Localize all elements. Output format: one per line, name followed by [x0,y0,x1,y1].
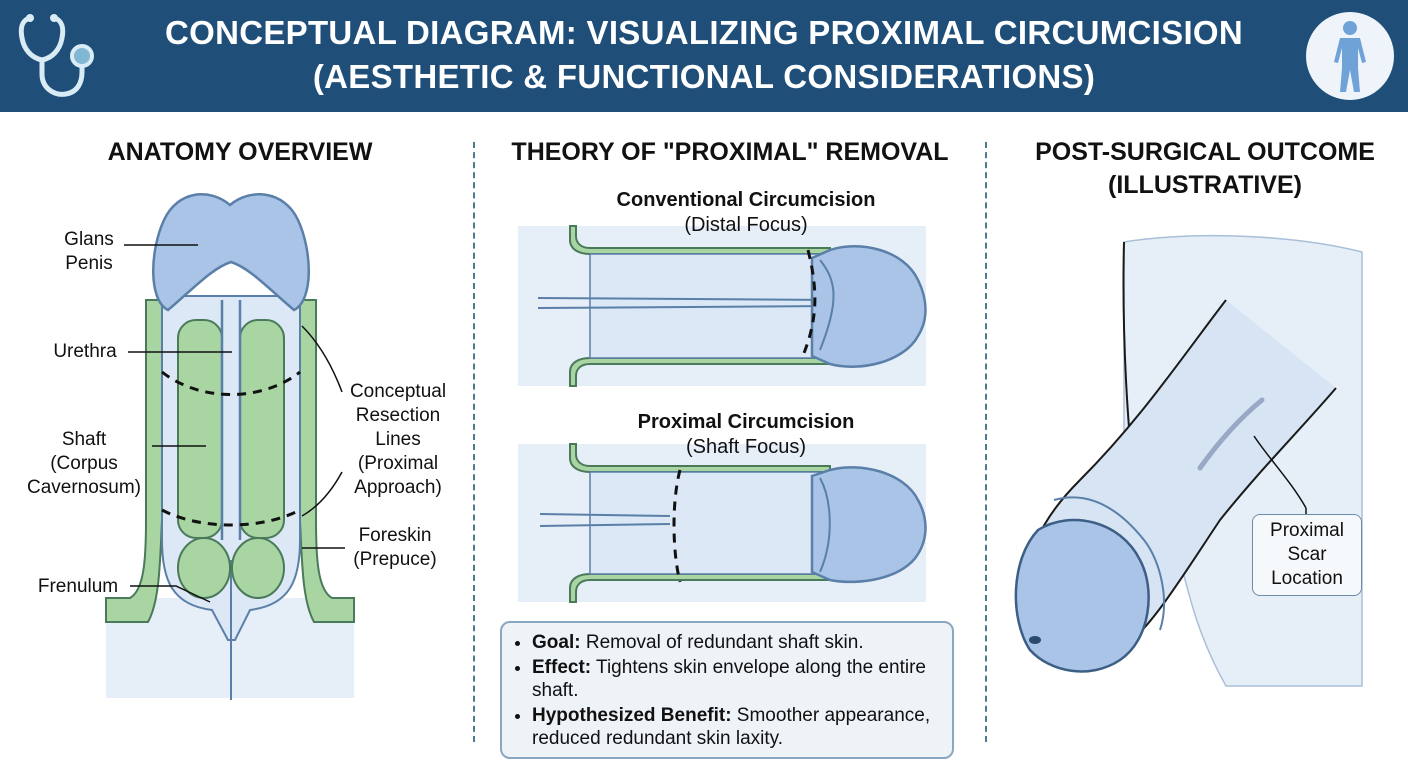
proximal-title-block: Proximal Circumcision (Shaft Focus) [560,410,932,460]
conventional-illustration [518,225,927,387]
page-title-line-2: (AESTHETIC & FUNCTIONAL CONSIDERATIONS) [312,58,1096,95]
note-effect-label: Effect: [532,656,592,678]
note-goal-label: Goal: [532,632,581,653]
label-shaft-line-3: Cavernosum) [26,477,142,498]
label-foreskin-line-2: (Prepuce) [353,549,437,570]
conventional-title-block: Conventional Circumcision (Distal Focus) [560,188,932,238]
proximal-title: Proximal Circumcision [637,411,855,433]
scar-label-box: Proximal Scar Location [1252,514,1362,596]
conventional-subtitle: (Distal Focus) [684,214,808,236]
human-body-icon [1306,12,1394,100]
note-goal: Goal: Removal of redundant shaft skin. [532,631,940,655]
note-benefit: Hypothesized Benefit: Smoother appearanc… [532,704,940,751]
outcome-heading-line-1: POST-SURGICAL OUTCOME [1035,138,1375,166]
label-resection-line-5: Approach) [354,477,442,498]
anatomy-illustration [105,193,355,700]
conventional-title: Conventional Circumcision [616,189,876,211]
label-shaft-line-2: (Corpus [50,453,118,474]
label-frenulum: Frenulum [37,576,119,597]
label-foreskin-line-1: Foreskin [358,525,432,546]
label-resection-line-2: Resection [355,405,441,426]
note-goal-text: Removal of redundant shaft skin. [580,632,864,653]
outcome-heading-line-2: (ILLUSTRATIVE) [1108,171,1302,199]
header-banner: CONCEPTUAL DIAGRAM: VISUALIZING PROXIMAL… [0,0,1408,112]
label-resection-line-3: Lines [375,429,421,450]
outcome-illustration [1014,234,1363,687]
divider-left [473,142,475,742]
proximal-subtitle: (Shaft Focus) [685,436,807,458]
label-resection-line-4: (Proximal [357,453,439,474]
notes-box: Goal: Removal of redundant shaft skin. E… [500,621,954,759]
scar-label-line-3: Location [1271,568,1343,589]
scar-label-line-2: Scar [1287,544,1327,565]
anatomy-heading: ANATOMY OVERVIEW [107,138,373,166]
note-benefit-label: Hypothesized Benefit: [532,704,732,726]
proximal-illustration [518,443,927,603]
theory-heading: THEORY OF "PROXIMAL" REMOVAL [511,138,949,166]
note-benefit-text: Smoother appearance, reduced redundant s… [532,704,931,750]
label-glans-line-2: Penis [65,253,113,274]
scar-label-line-1: Proximal [1270,520,1344,541]
page-title-line-1: CONCEPTUAL DIAGRAM: VISUALIZING PROXIMAL… [164,14,1244,51]
label-glans-line-1: Glans [64,229,114,250]
divider-right [985,142,987,742]
label-resection-line-1: Conceptual [349,381,447,402]
label-shaft-line-1: Shaft [61,429,107,450]
label-urethra: Urethra [53,341,117,362]
note-effect-text: Tightens skin envelope along the entire … [532,656,926,702]
stethoscope-icon [18,14,94,97]
note-effect: Effect: Tightens skin envelope along the… [532,656,940,703]
